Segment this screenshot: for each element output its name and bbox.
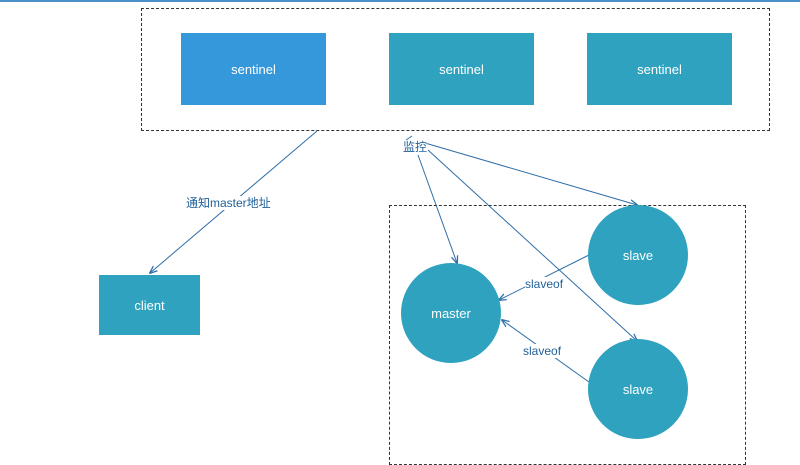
connector-layer	[0, 130, 800, 383]
sentinel-group	[141, 8, 770, 131]
slave-node[interactable]: slave	[588, 205, 688, 305]
monitor-to-slave-bottom-arrow	[427, 149, 637, 341]
monitor-to-slave-top-arrow	[424, 142, 637, 205]
sentinel-node[interactable]: sentinel	[587, 33, 732, 105]
monitor-to-master-arrow	[417, 154, 457, 263]
notify-label: 通知master地址	[186, 196, 271, 210]
slave-node[interactable]: slave	[588, 339, 688, 439]
slaveof-bottom-label: slaveof	[523, 344, 562, 358]
monitor-tick	[405, 135, 413, 141]
sentinel-node[interactable]: sentinel	[389, 33, 534, 105]
sentinel-node[interactable]: sentinel	[181, 33, 326, 105]
client-node[interactable]: client	[99, 275, 200, 335]
top-border-line	[0, 0, 800, 2]
monitor-label: 监控	[403, 140, 428, 154]
master-node[interactable]: master	[401, 263, 501, 363]
slaveof-top-label: slaveof	[525, 277, 564, 291]
